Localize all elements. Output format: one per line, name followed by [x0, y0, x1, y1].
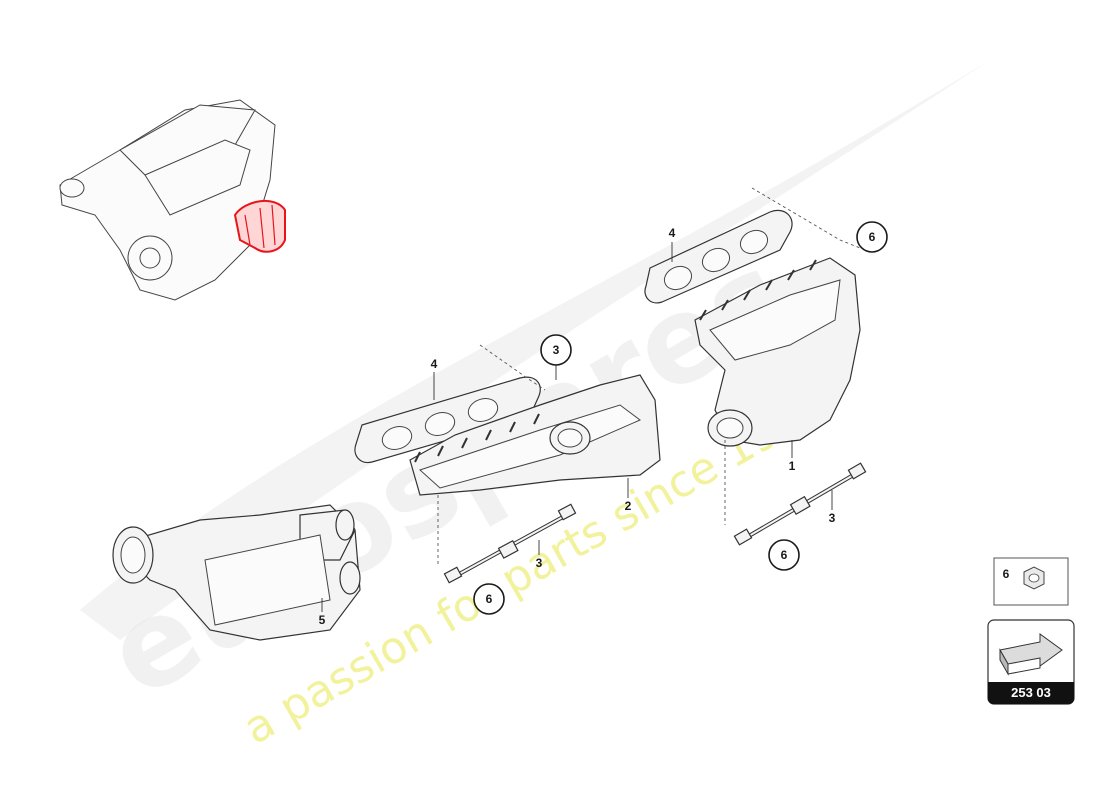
catalytic-converter	[112, 504, 361, 641]
callout-5: 5	[319, 613, 326, 627]
oxygen-sensor-left	[443, 503, 577, 584]
nut-icon	[1023, 566, 1045, 590]
callout-1: 1	[789, 459, 796, 473]
callout-circle-6-top: 6	[856, 221, 888, 253]
gasket-left	[354, 376, 541, 464]
svg-text:6: 6	[781, 548, 788, 562]
exhaust-manifold-left	[409, 374, 661, 496]
callout-2: 2	[625, 499, 632, 513]
assembly-guide-lines	[437, 187, 861, 565]
engine-overview-thumbnail	[59, 99, 286, 301]
callout-circle-3: 3	[540, 334, 572, 366]
callout-3-right: 3	[829, 511, 836, 525]
callout-circle-6-left: 6	[473, 583, 505, 615]
callout-3-left: 3	[536, 556, 543, 570]
svg-text:6: 6	[486, 592, 493, 606]
leader-lines	[321, 242, 833, 612]
arrow-icon	[999, 633, 1063, 676]
svg-text:6: 6	[869, 230, 876, 244]
page-reference-box[interactable]: 253 03	[987, 619, 1075, 705]
exhaust-manifold-right	[694, 257, 861, 447]
callout-circle-6-right: 6	[768, 539, 800, 571]
callout-4-left: 4	[431, 357, 438, 371]
legend-item-number: 6	[1003, 567, 1010, 581]
gasket-right	[644, 209, 793, 304]
page-reference-number: 253 03	[1011, 685, 1051, 700]
oxygen-sensor-right	[733, 462, 867, 546]
legend-item-6: 6	[993, 557, 1069, 606]
svg-text:3: 3	[553, 343, 560, 357]
callout-4-right: 4	[669, 226, 676, 240]
